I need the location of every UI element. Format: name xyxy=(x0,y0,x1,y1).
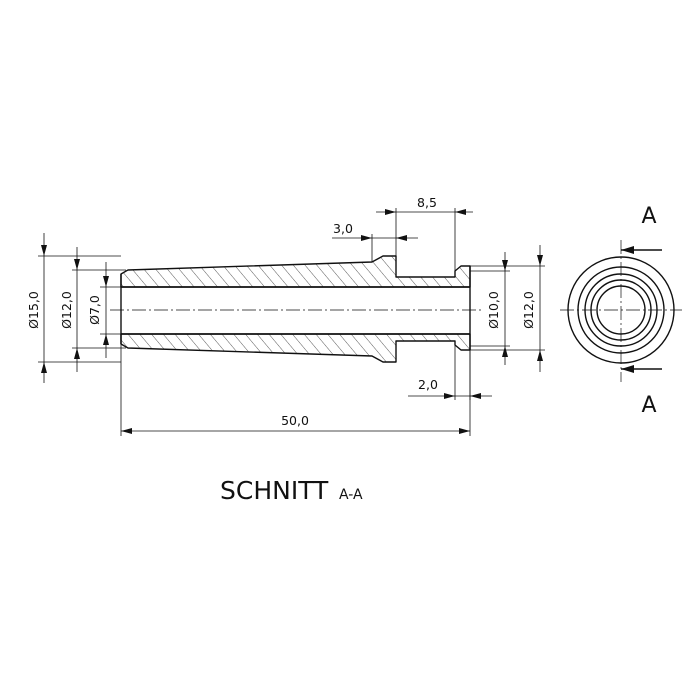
dim-total-text: 50,0 xyxy=(281,413,309,428)
view-title-main: SCHNITT xyxy=(220,476,329,505)
dimension-labels: Ø15,0 Ø12,0 Ø7,0 Ø10,0 Ø12,0 3,0 8,5 2,0… xyxy=(26,195,536,428)
upper-wall-section xyxy=(120,255,471,288)
view-title: SCHNITT A-A xyxy=(220,476,363,505)
dim-2-text: 2,0 xyxy=(418,377,438,392)
extension-lines xyxy=(38,208,545,436)
dim-inner-right-text: Ø10,0 xyxy=(486,291,501,329)
lower-wall-section xyxy=(120,333,471,363)
section-marker: A A xyxy=(621,204,662,418)
dim-outer-right-text: Ø12,0 xyxy=(521,291,536,329)
dimension-lines xyxy=(41,209,543,434)
dim-3-text: 3,0 xyxy=(333,221,353,236)
section-marker-top-label: A xyxy=(641,204,656,229)
dim-bore-text: Ø7,0 xyxy=(87,295,102,325)
end-view xyxy=(560,240,682,382)
dim-body-left-text: Ø12,0 xyxy=(59,291,74,329)
dim-8-5-text: 8,5 xyxy=(417,195,437,210)
view-title-sub: A-A xyxy=(339,487,363,503)
section-view xyxy=(110,255,482,363)
dim-outer-left-text: Ø15,0 xyxy=(26,291,41,329)
section-marker-bottom-label: A xyxy=(641,393,656,418)
